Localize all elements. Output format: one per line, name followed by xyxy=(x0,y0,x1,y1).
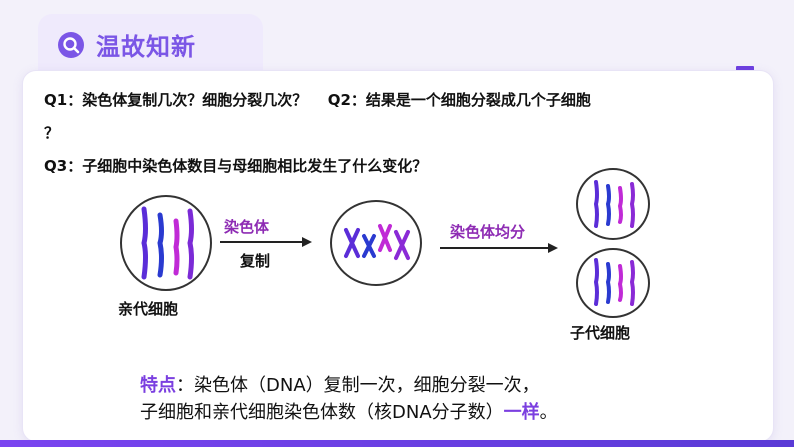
summary-line-1: 特点：染色体（DNA）复制一次，细胞分裂一次， xyxy=(140,371,540,397)
arrow2-line xyxy=(440,247,550,249)
summary-highlight-same: 一样 xyxy=(503,402,540,423)
child-cell-bottom xyxy=(576,248,650,318)
summary-line2-end: 。 xyxy=(539,402,558,423)
q2-tail: ？ xyxy=(44,124,60,142)
q1-prefix: Q1： xyxy=(44,91,83,109)
summary-line2-start: 子细胞和亲代细胞染色体数（核DNA分子数） xyxy=(140,402,504,423)
parent-cell-label: 亲代细胞 xyxy=(118,300,179,318)
arrow1-line xyxy=(220,241,304,243)
summary-line1-rest: ：染色体（DNA）复制一次，细胞分裂一次， xyxy=(176,375,540,396)
bottom-bar xyxy=(0,440,794,447)
arrow1-bottom-label: 复制 xyxy=(240,252,271,270)
q3-prefix: Q3： xyxy=(44,157,83,175)
question-1: Q1：染色体复制几次？细胞分裂几次？ Q2：结果是一个细胞分裂成几个子细胞 xyxy=(44,89,591,110)
arrow2-head-icon xyxy=(548,243,558,253)
summary-line-2: 子细胞和亲代细胞染色体数（核DNA分子数）一样。 xyxy=(140,398,558,424)
q1-text: 染色体复制几次？细胞分裂几次？ xyxy=(82,91,308,109)
arrow1-top-label: 染色体 xyxy=(224,218,270,236)
arrow1-head-icon xyxy=(302,237,312,247)
child-cell-label: 子代细胞 xyxy=(570,324,631,342)
question-3: Q3：子细胞中染色体数目与母细胞相比发生了什么变化？ xyxy=(44,155,427,176)
search-icon xyxy=(58,32,84,58)
arrow2-top-label: 染色体均分 xyxy=(450,223,526,241)
child-cell-top xyxy=(576,168,650,240)
q3-text: 子细胞中染色体数目与母细胞相比发生了什么变化？ xyxy=(82,157,428,175)
parent-cell xyxy=(120,195,212,291)
summary-highlight-feature: 特点 xyxy=(140,375,176,396)
page-title: 温故知新 xyxy=(96,33,196,61)
q2-prefix: Q2： xyxy=(327,91,366,109)
q2-text: 结果是一个细胞分裂成几个子细胞 xyxy=(365,91,591,109)
decor-bar xyxy=(736,66,754,72)
replicated-cell xyxy=(330,200,422,286)
